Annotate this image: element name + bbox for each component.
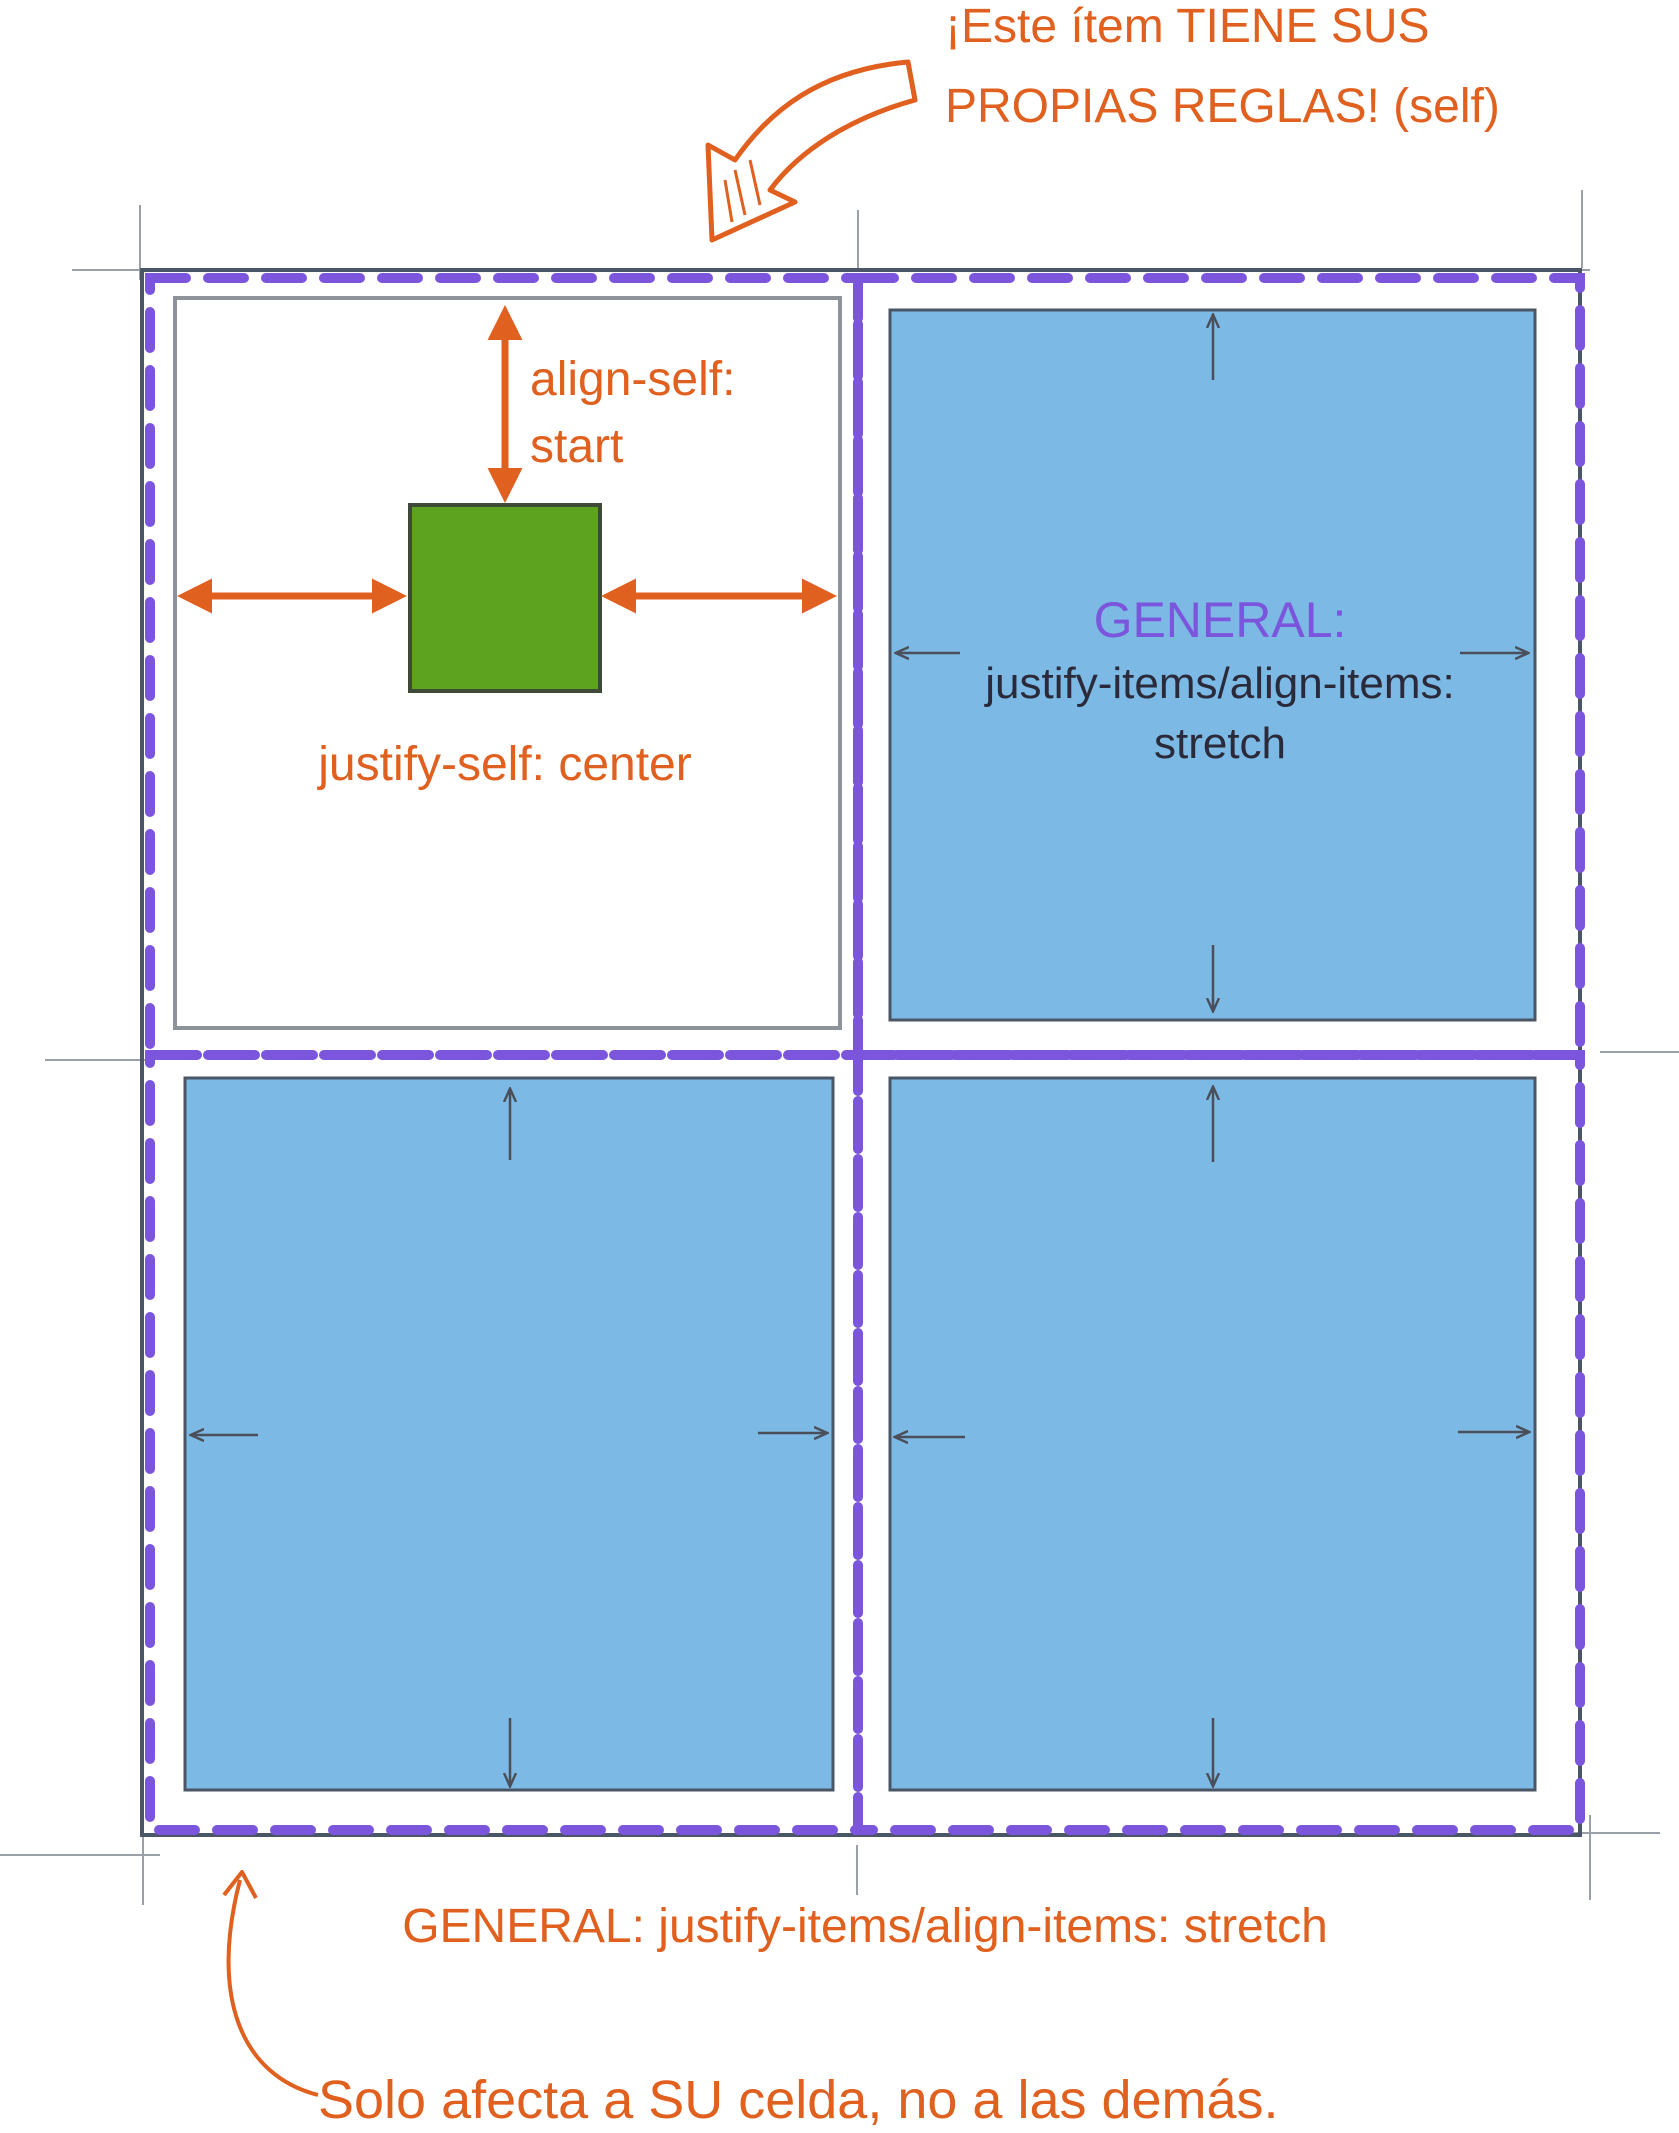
stretch-arrows: [192, 316, 1528, 1785]
self-note-arrow: [705, 59, 918, 243]
stretched-item-bottom-left: [183, 1076, 835, 1792]
general-value: stretch: [1154, 719, 1286, 768]
bottom-note: Solo afecta a SU celda, no a las demás.: [318, 2070, 1279, 2130]
align-self-label-line2: start: [530, 420, 623, 473]
grid-cell-3: [145, 1050, 863, 1835]
justify-self-label: justify-self: center: [316, 738, 691, 791]
align-self-label-line1: align-self:: [530, 353, 735, 406]
self-aligned-item: [408, 503, 602, 693]
bottom-note-arrow: [226, 1879, 319, 2097]
general-heading: GENERAL:: [1094, 592, 1347, 648]
general-props: justify-items/align-items:: [983, 659, 1454, 708]
stretched-item-bottom-right: [888, 1076, 1537, 1792]
self-alignment-arrows: [177, 305, 837, 614]
bottom-note-arrowhead: [222, 1870, 258, 1899]
stretched-items: [183, 308, 1537, 1792]
bottom-general-label: GENERAL: justify-items/align-items: stre…: [402, 1900, 1328, 1953]
grid-cell-4: [853, 1050, 1585, 1835]
grid-cells-dashed: [145, 273, 1585, 1835]
self-note-line2: PROPIAS REGLAS! (self): [945, 80, 1500, 133]
self-note-line1: ¡Este ítem TIENE SUS: [945, 0, 1430, 53]
stretched-item-top-right: [888, 308, 1537, 1022]
